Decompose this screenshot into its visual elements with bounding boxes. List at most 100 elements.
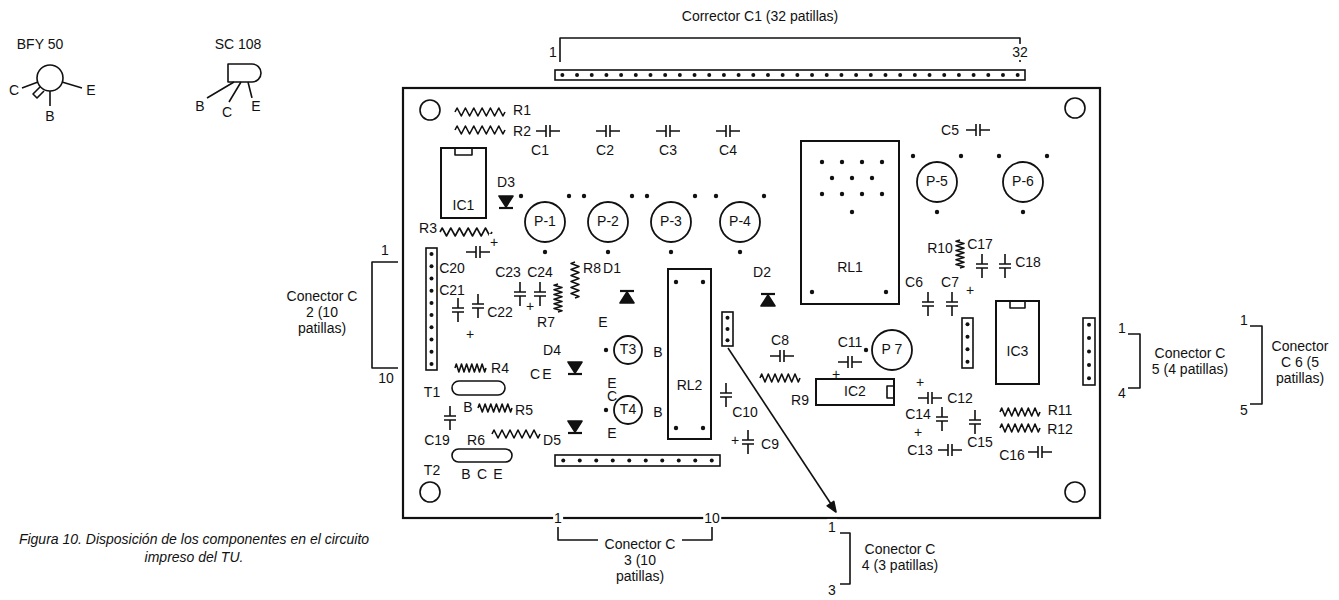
component-label: C13 xyxy=(906,442,934,458)
component-label: R7 xyxy=(536,314,556,330)
diode-symbol xyxy=(499,196,513,207)
transistor-lead xyxy=(22,82,82,106)
component-label: IC2 xyxy=(844,384,866,399)
connector-pin xyxy=(1087,323,1091,327)
pad-dot xyxy=(959,154,963,158)
circle-outline xyxy=(588,202,628,242)
component-label: R10 xyxy=(926,240,954,256)
resistor-symbol xyxy=(440,228,492,236)
capacitor-symbol xyxy=(466,246,490,258)
pad-dot xyxy=(1021,210,1025,214)
resistor-symbol xyxy=(554,284,562,312)
component-label: C17 xyxy=(966,236,994,252)
pin-name: C xyxy=(476,466,488,482)
pad-dot xyxy=(674,426,678,430)
component-label: P-3 xyxy=(660,214,682,229)
connector-pin xyxy=(726,316,730,320)
relay-box: RL1 xyxy=(800,140,900,305)
resistor-symbol xyxy=(760,374,800,382)
pin-number: 5 xyxy=(1239,402,1249,418)
pin-number: 4 xyxy=(1117,385,1127,401)
connector-pin xyxy=(810,73,814,77)
pad-dot xyxy=(669,250,673,254)
pad-dot xyxy=(935,210,939,214)
diode-symbol xyxy=(499,207,513,209)
diode-symbol xyxy=(620,292,634,303)
capacitor-symbol xyxy=(936,407,948,431)
pin-name: E xyxy=(85,82,96,98)
circle-outline xyxy=(614,336,642,364)
component-label: P-1 xyxy=(534,214,556,229)
connector-pin xyxy=(604,73,608,77)
pad-dot xyxy=(701,426,705,430)
capacitor-symbol xyxy=(976,254,988,278)
pin-name: C xyxy=(8,82,20,98)
connector-pin xyxy=(594,459,598,463)
transistor-pad xyxy=(452,381,505,395)
diode-symbol xyxy=(568,373,582,375)
part-name: SC 108 xyxy=(214,36,263,52)
pin-name: E xyxy=(541,366,552,382)
transistor-tab xyxy=(33,87,44,98)
pad-dot xyxy=(850,210,854,214)
ic-box: IC1 xyxy=(440,147,487,219)
pin-name: E xyxy=(250,98,261,114)
circle-outline xyxy=(1003,162,1043,202)
component-label: C20 xyxy=(438,260,466,276)
connector-pin xyxy=(972,73,976,77)
component-label: C4 xyxy=(718,142,738,158)
pin-name: C xyxy=(529,366,541,382)
connector-pin xyxy=(869,73,873,77)
polarity-mark: + xyxy=(730,432,740,448)
transistor-pad xyxy=(452,449,512,462)
mounting-hole xyxy=(1065,98,1085,118)
resistor-symbol xyxy=(1000,424,1040,432)
potentiometer-circle: P-1 xyxy=(524,201,566,243)
pad-dot xyxy=(630,194,634,198)
connector-pin xyxy=(430,362,434,366)
pad-dot xyxy=(830,176,834,180)
bracket xyxy=(560,38,1020,62)
ic-box: IC3 xyxy=(995,300,1040,385)
circle-outline xyxy=(651,202,691,242)
transistor-lead xyxy=(207,82,252,102)
pin-number: 1 xyxy=(1239,312,1249,328)
potentiometer-circle: P-5 xyxy=(916,161,958,203)
connector-strip xyxy=(1083,318,1095,385)
component-label: C16 xyxy=(998,447,1026,463)
pin-name: B xyxy=(460,466,471,482)
diode-symbol xyxy=(568,421,582,432)
component-label: C24 xyxy=(526,264,554,280)
component-label: R6 xyxy=(466,432,486,448)
pin-name: B xyxy=(652,344,663,360)
component-label: R3 xyxy=(418,220,438,236)
component-label: IC3 xyxy=(1007,344,1029,359)
capacitor-symbol xyxy=(472,294,484,318)
capacitor-symbol xyxy=(536,125,560,137)
component-label: D4 xyxy=(542,342,562,358)
component-label: C6 xyxy=(904,274,924,290)
resistor-symbol xyxy=(956,240,964,268)
pin-number: 1 xyxy=(1117,320,1127,336)
component-label: IC1 xyxy=(453,198,475,213)
capacitor-symbol xyxy=(596,125,620,137)
connector-pin xyxy=(430,264,434,268)
pad-dot xyxy=(604,408,608,412)
connector-pin xyxy=(722,73,726,77)
connector-pin xyxy=(430,277,434,281)
connector-pin xyxy=(648,73,652,77)
pad-dot xyxy=(870,176,874,180)
connector-pin xyxy=(560,73,564,77)
connector-pin xyxy=(751,73,755,77)
connector-pin xyxy=(737,73,741,77)
transistor-outline xyxy=(228,64,261,82)
connector-pin xyxy=(693,73,697,77)
capacitor-symbol xyxy=(534,282,546,306)
component-label: T2 xyxy=(423,462,441,478)
connector-caption: Corrector C1 (32 patillas) xyxy=(681,8,839,24)
connector-pin xyxy=(619,73,623,77)
potentiometer-circle: P-3 xyxy=(650,201,692,243)
component-label: C19 xyxy=(423,432,451,448)
